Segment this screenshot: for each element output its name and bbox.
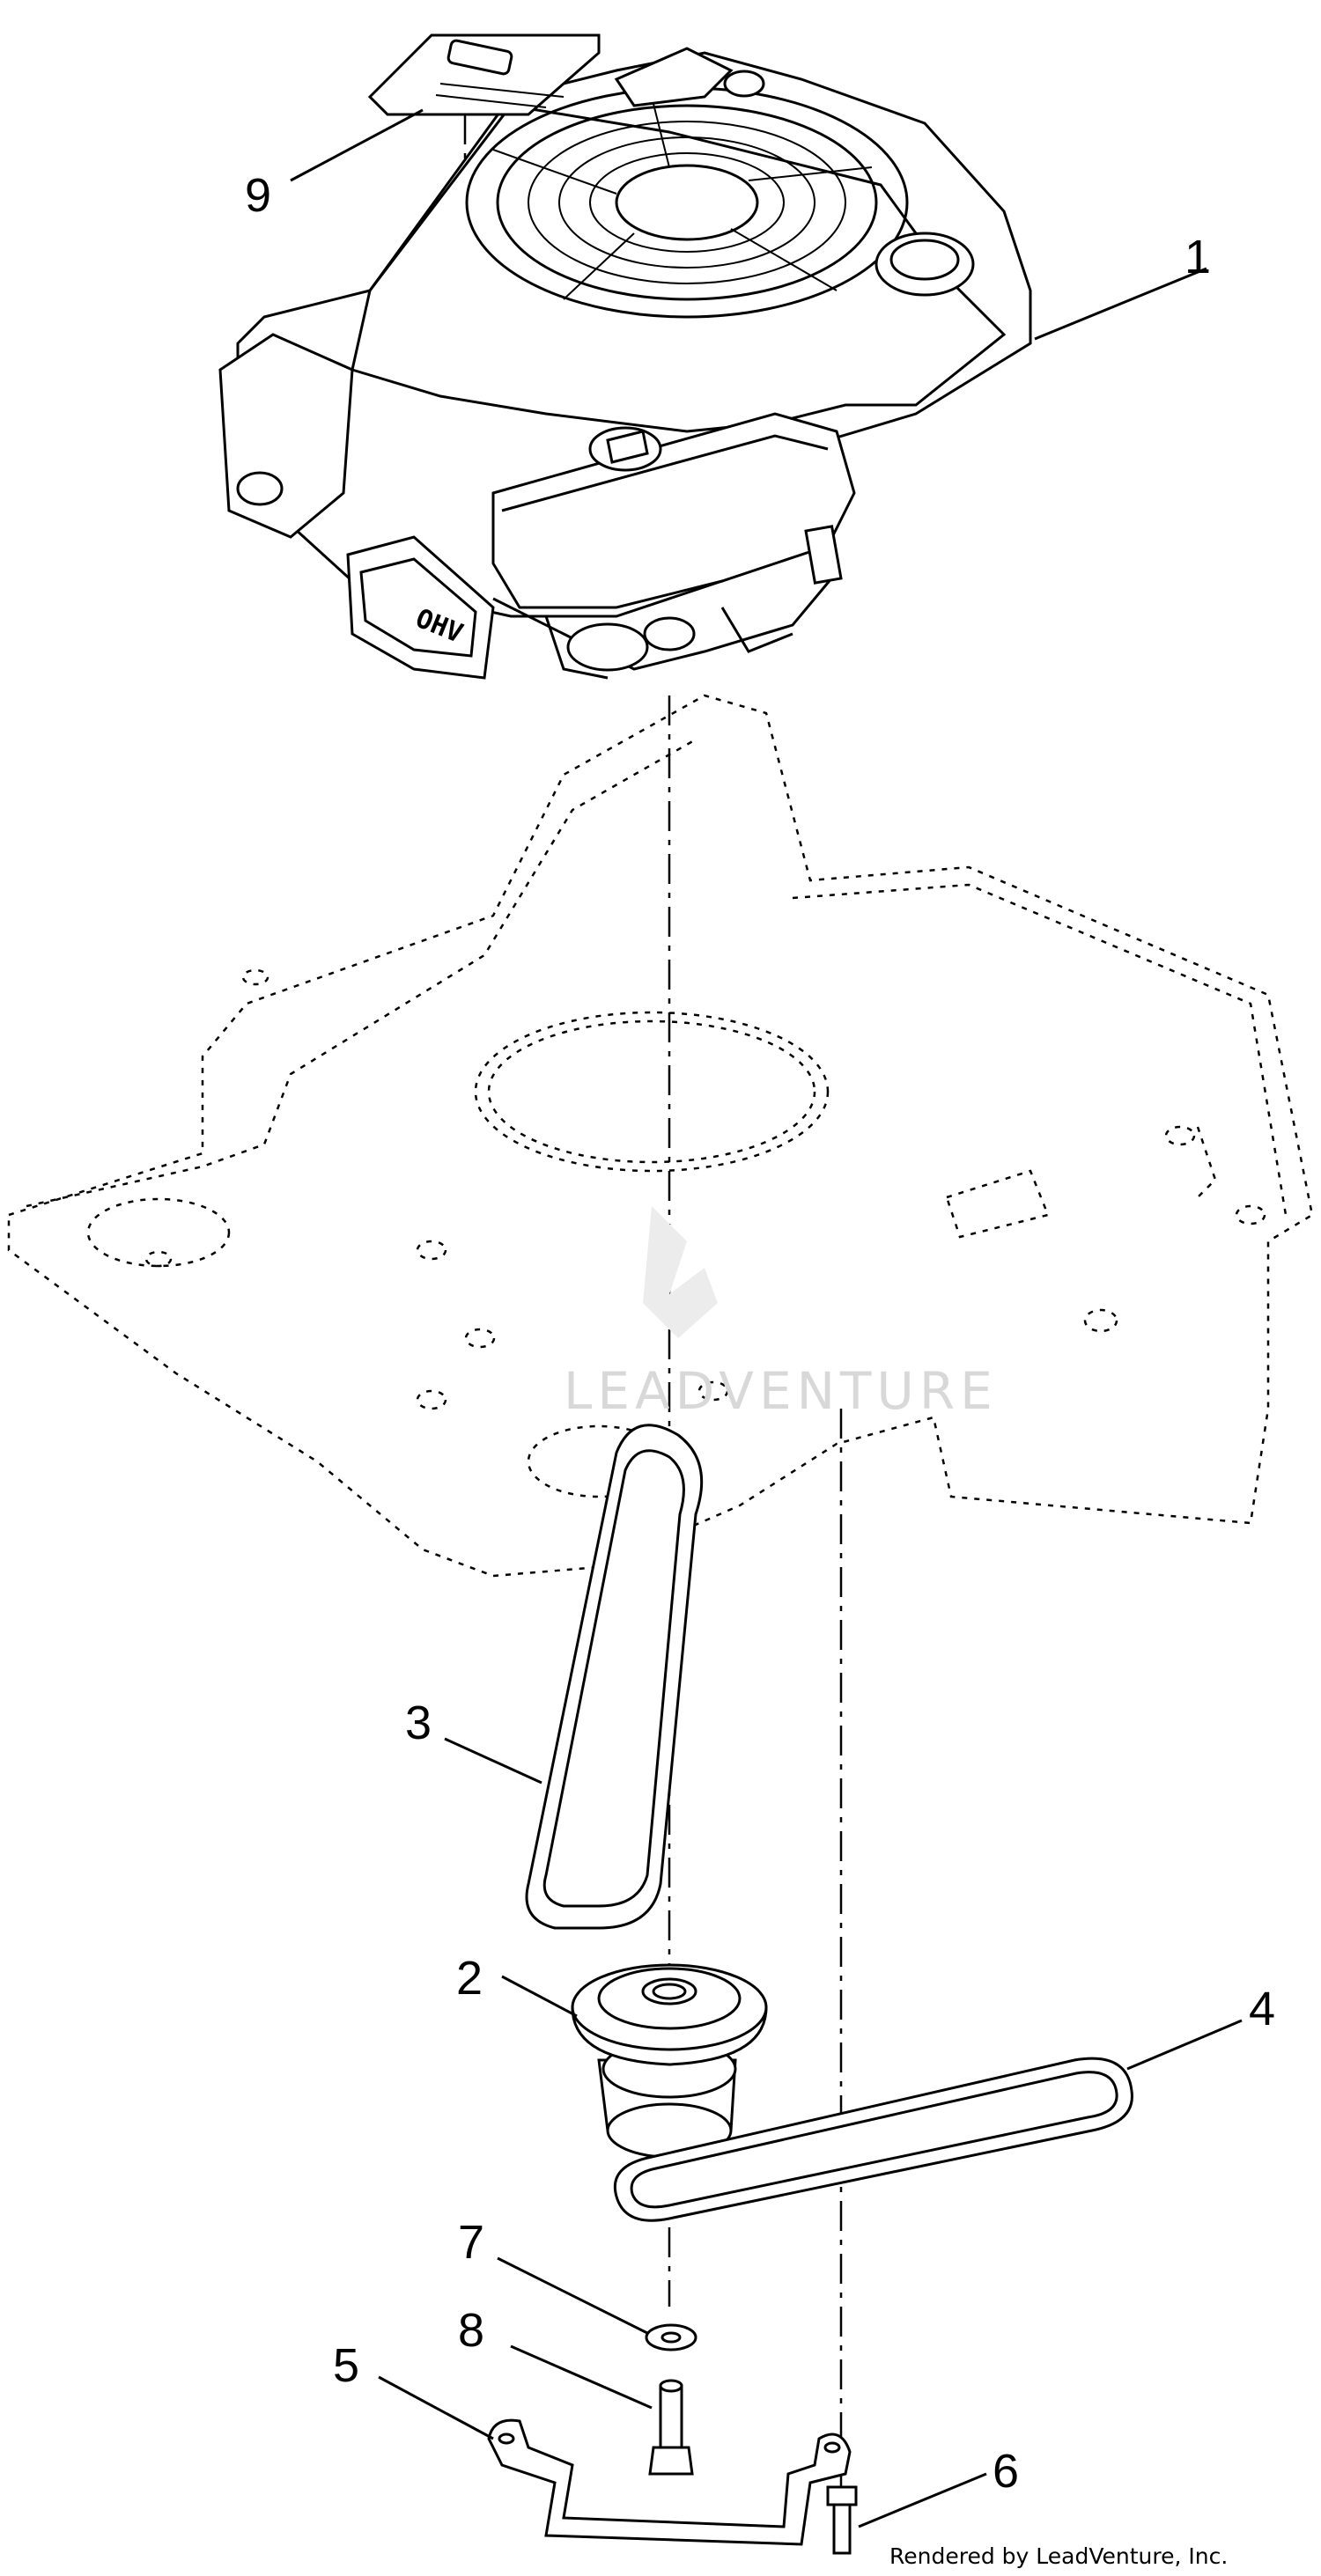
callout-1: 1: [1184, 231, 1211, 283]
leader-5: [378, 2375, 494, 2440]
bracket-bolt: [826, 2485, 858, 2555]
bracket: [487, 2418, 852, 2546]
callout-3: 3: [405, 1696, 432, 1749]
callout-7: 7: [458, 2216, 484, 2269]
leader-3: [444, 1737, 542, 1785]
leader-9: [290, 108, 424, 182]
pulley: [571, 1963, 768, 2159]
lower-belt: [614, 2057, 1133, 2222]
engine: OHV: [218, 47, 1032, 680]
leader-7: [497, 2256, 648, 2335]
callout-4: 4: [1249, 1983, 1275, 2035]
leader-4: [1126, 2019, 1243, 2071]
upper-belt: [525, 1424, 704, 1930]
washer: [645, 2323, 697, 2352]
leader-6: [858, 2472, 987, 2528]
callout-2: 2: [456, 1952, 483, 2005]
pulley-bolt: [648, 2379, 694, 2476]
callout-9: 9: [245, 169, 271, 222]
callout-8: 8: [458, 2304, 484, 2357]
watermark-text: LEADVENTURE: [564, 1361, 998, 1421]
watermark: LEADVENTURE: [564, 1206, 998, 1421]
leader-1: [1034, 267, 1207, 341]
leader-8: [510, 2344, 653, 2410]
leader-2: [501, 1975, 578, 2018]
callout-5: 5: [333, 2339, 359, 2392]
decal: [367, 33, 601, 116]
credit-text: Rendered by LeadVenture, Inc.: [889, 2543, 1228, 2569]
callout-6: 6: [993, 2445, 1019, 2498]
